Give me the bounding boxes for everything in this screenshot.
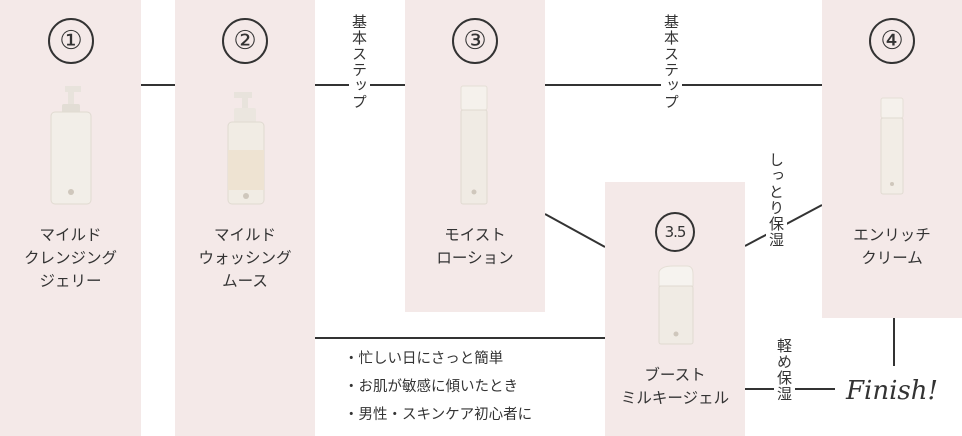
step-1-label: マイルド クレンジング ジェリー bbox=[0, 224, 141, 293]
step-number-4: ④ bbox=[869, 18, 915, 64]
pump-bottle-icon bbox=[50, 86, 92, 205]
foam-pump-bottle-icon bbox=[227, 92, 265, 205]
step-3-label: モイスト ローション bbox=[405, 224, 545, 270]
connector-line-4-finish bbox=[893, 318, 895, 366]
step-2-label: マイルド ウォッシング ムース bbox=[175, 224, 315, 293]
step-3-5-label-line: ミルキージェル bbox=[620, 389, 730, 407]
step-4-label: エンリッチ クリーム bbox=[822, 224, 962, 270]
step-4-label-line: クリーム bbox=[861, 249, 923, 267]
step-1-label-line: マイルド bbox=[39, 226, 102, 244]
step-1-label-line: クレンジング bbox=[23, 249, 117, 267]
step-3-label-line: モイスト bbox=[444, 226, 506, 244]
cream-bottle-icon bbox=[880, 97, 904, 195]
step-2-label-line: ムース bbox=[222, 272, 268, 290]
step-number-1: ① bbox=[48, 18, 94, 64]
step-3-label-line: ローション bbox=[436, 249, 514, 267]
step-card-1 bbox=[0, 0, 141, 436]
step-number-3-5: 3.5 bbox=[655, 212, 695, 252]
connector-line-1-2 bbox=[141, 84, 175, 86]
use-case-note: 男性・スキンケア初心者に bbox=[344, 401, 533, 429]
step-card-2 bbox=[175, 0, 315, 436]
step-number-3: ③ bbox=[452, 18, 498, 64]
step-3-5-label: ブースト ミルキージェル bbox=[605, 364, 745, 410]
lotion-bottle-icon bbox=[460, 85, 488, 205]
step-2-label-line: ウォッシング bbox=[198, 249, 292, 267]
use-case-notes: 忙しい日にさっと簡単 お肌が敏感に傾いたとき 男性・スキンケア初心者に bbox=[344, 345, 533, 429]
step-1-label-line: ジェリー bbox=[39, 272, 102, 290]
step-number-2: ② bbox=[222, 18, 268, 64]
basic-step-label-2: 基本ステップ bbox=[661, 12, 682, 112]
moist-label: しっとり保湿 bbox=[766, 150, 787, 250]
milky-gel-bottle-icon bbox=[658, 265, 694, 345]
light-moist-label: 軽め保湿 bbox=[774, 336, 795, 404]
connector-line-3-35 bbox=[544, 213, 606, 248]
step-3-5-label-line: ブースト bbox=[644, 366, 706, 384]
step-2-label-line: マイルド bbox=[213, 226, 276, 244]
use-case-note: お肌が敏感に傾いたとき bbox=[344, 373, 532, 401]
basic-step-label-1: 基本ステップ bbox=[349, 12, 370, 112]
use-case-note: 忙しい日にさっと簡単 bbox=[344, 345, 532, 373]
connector-line-2-35 bbox=[315, 337, 605, 339]
step-4-label-line: エンリッチ bbox=[853, 226, 931, 244]
finish-label: Finish! bbox=[846, 376, 938, 406]
connector-line-3-4 bbox=[545, 84, 822, 86]
